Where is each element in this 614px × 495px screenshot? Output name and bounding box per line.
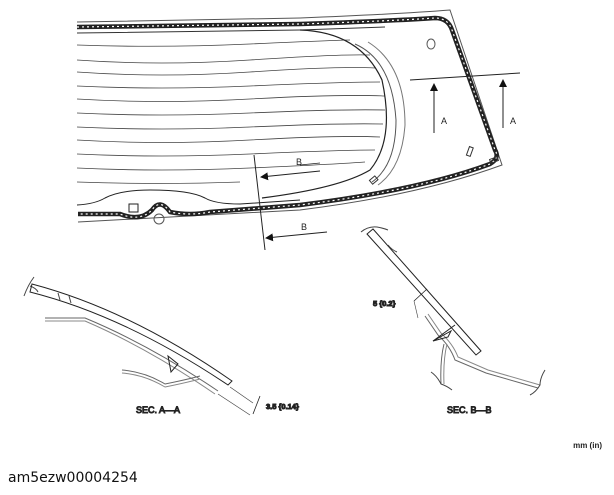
section-b-detail: 5 {0.2} SEC. B—B: [360, 226, 546, 416]
glass-outer-edge: [76, 9, 503, 223]
rear-window-diagram: A A B B 3.5 {0.14} SEC. A—A: [23, 9, 546, 416]
section-b-title: SEC. B—B: [447, 405, 492, 415]
figure-id-label: am5ezw00004254: [8, 470, 138, 486]
section-a-label-right: A: [510, 116, 516, 126]
section-b-label-upper: B: [296, 157, 302, 167]
section-b-dimension: 5 {0.2}: [373, 299, 396, 308]
defroster-boundary: [261, 29, 387, 199]
section-a-dimension: 3.5 {0.14}: [266, 402, 299, 411]
glass-main-view: [76, 9, 503, 225]
section-a-title: SEC. A—A: [136, 405, 180, 415]
defroster-lines: [76, 39, 386, 184]
section-a-cut-marker: A A: [409, 72, 521, 133]
section-a-label-left: A: [441, 116, 447, 126]
section-b-cut-marker: B B: [253, 154, 328, 251]
section-a-detail: 3.5 {0.14} SEC. A—A: [23, 276, 300, 416]
section-b-label-lower: B: [301, 222, 307, 232]
units-label: mm (in): [573, 441, 602, 450]
